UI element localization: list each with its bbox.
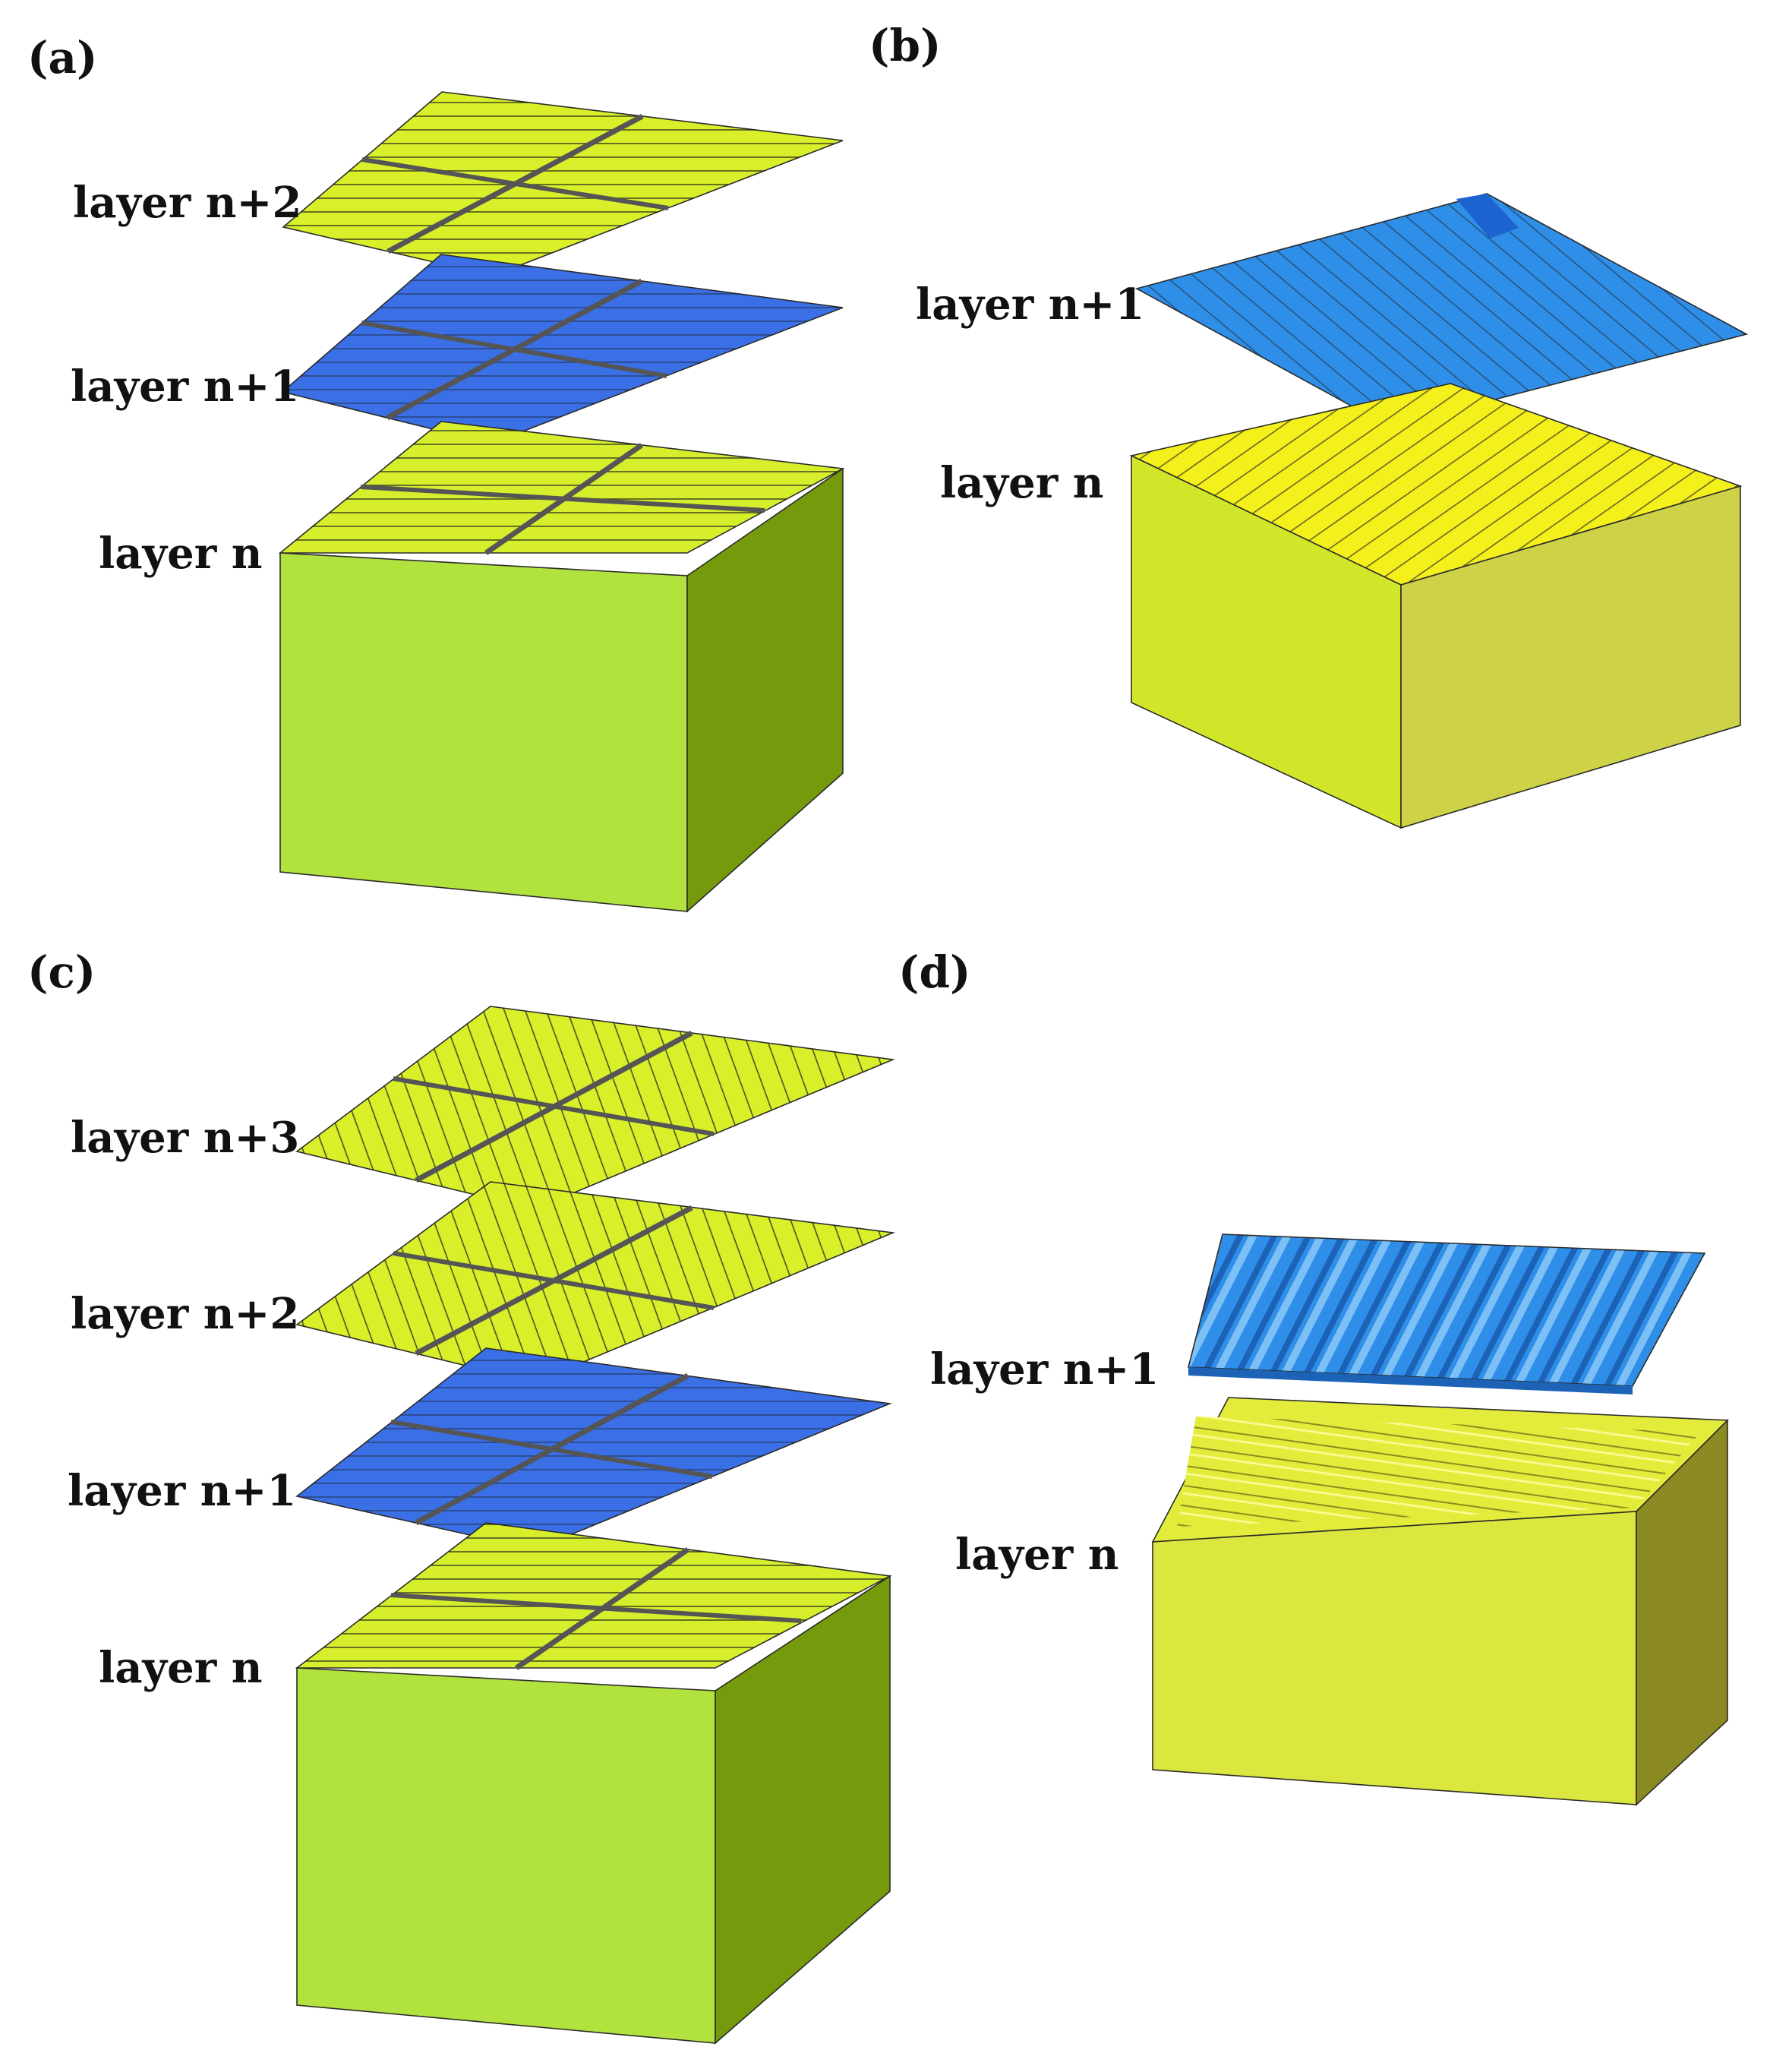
layer-label: layer n+1 <box>68 1466 296 1516</box>
layer-label: layer n+1 <box>71 362 299 412</box>
layer-plate-c-n1 <box>295 1347 893 1550</box>
panel-a: (a) layer n+2 layer n+1 layer n <box>27 32 845 913</box>
layer-plate-b-n1 <box>1134 193 1749 428</box>
layer-label: layer n+1 <box>930 1344 1159 1394</box>
layer-plate-a-n2 <box>282 91 844 276</box>
block-d <box>1151 1397 1729 1806</box>
layer-plate-a-n1 <box>281 254 844 444</box>
panel-d: (d) layer n+1 layer n <box>898 946 1729 1806</box>
layer-label: layer n+2 <box>71 1289 299 1339</box>
layer-label: layer n <box>99 1643 262 1693</box>
panel-label-d: (d) <box>898 946 970 998</box>
panel-label-a: (a) <box>27 32 97 84</box>
layer-label: layer n <box>940 458 1103 508</box>
block-b <box>1129 383 1743 829</box>
layer-plate-c-n3 <box>295 1006 896 1210</box>
panel-b: (b) layer n+1 layer n <box>869 20 1749 829</box>
panel-label-c: (c) <box>27 946 96 998</box>
layer-label: layer n <box>99 529 262 579</box>
layer-label: layer n+1 <box>916 280 1144 330</box>
layer-plate-d-n1 <box>1187 1233 1706 1394</box>
block-c <box>295 1522 892 2045</box>
layer-label: layer n+2 <box>73 178 301 228</box>
block-a <box>278 421 845 913</box>
layer-plate-c-n2 <box>295 1181 896 1383</box>
panel-label-b: (b) <box>869 20 941 71</box>
layer-label: layer n <box>955 1530 1118 1580</box>
panel-c: (c) layer n+3 layer n+2 layer n+1 <box>27 946 896 2045</box>
layer-label: layer n+3 <box>71 1113 299 1163</box>
